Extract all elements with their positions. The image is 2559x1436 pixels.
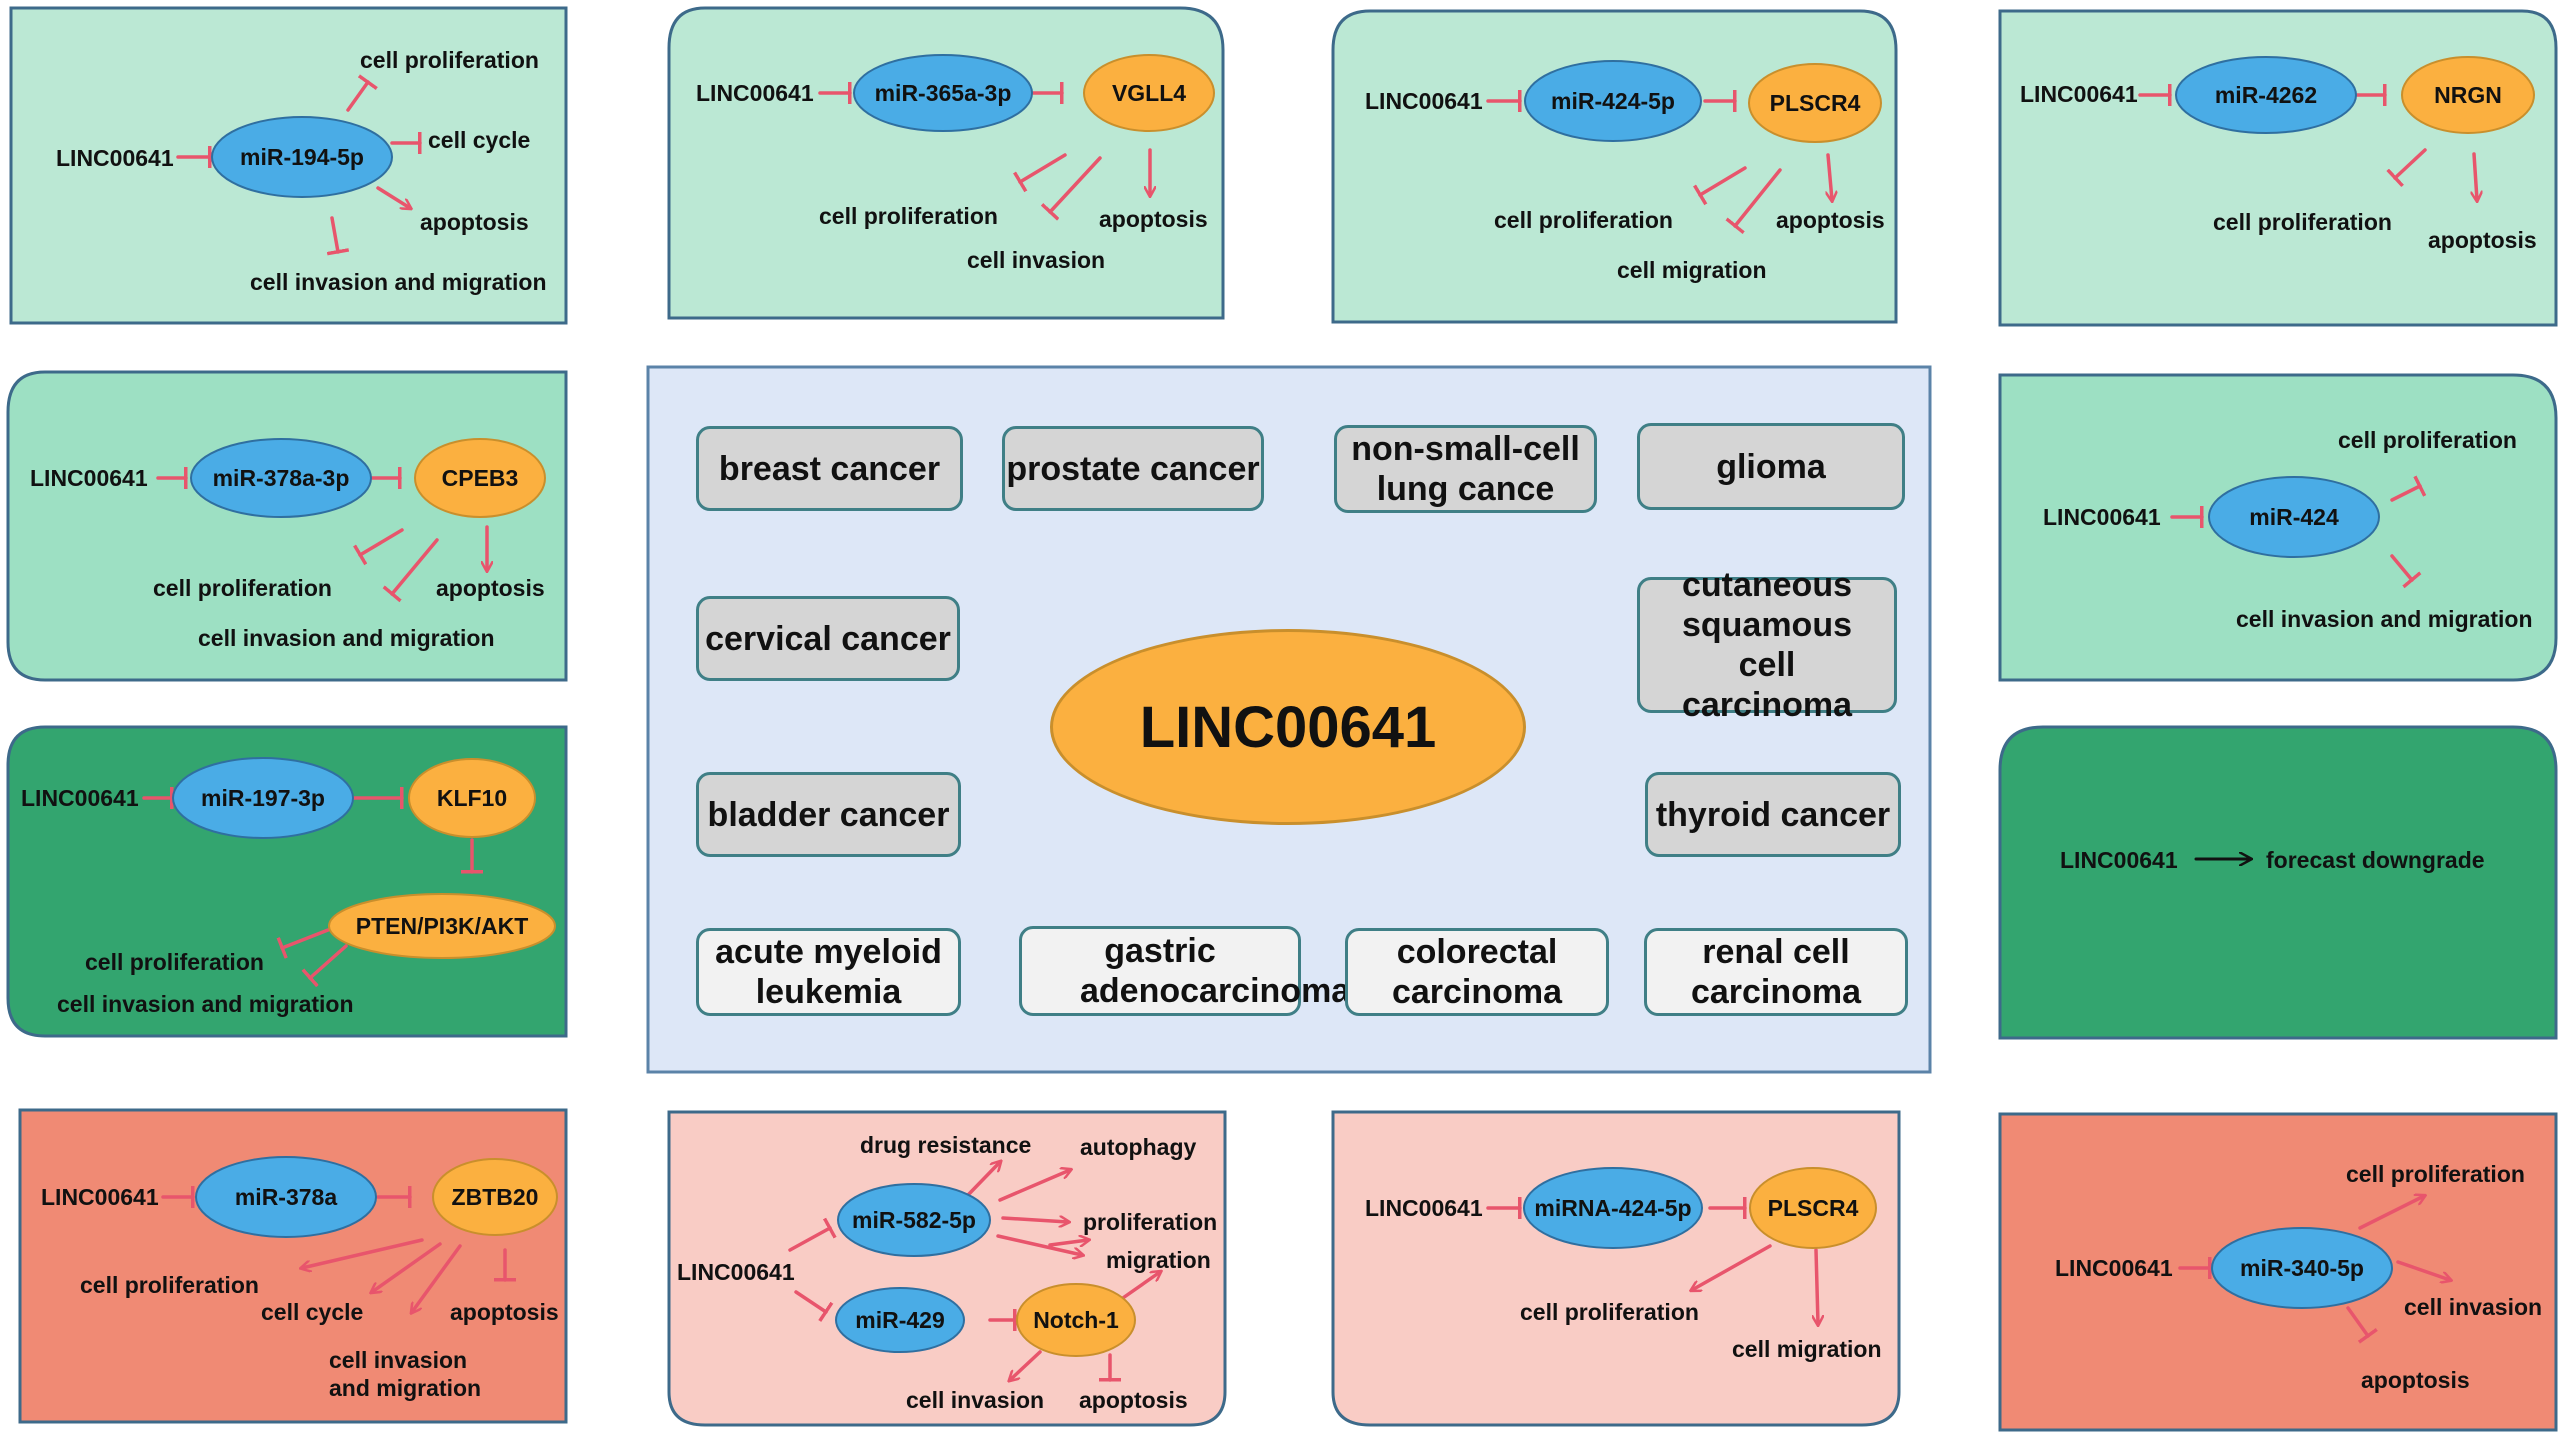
p12-effect-3: apoptosis — [2361, 1367, 2470, 1393]
panel-mir-4262: LINC00641 miR-4262 NRGN cell proliferati… — [1998, 9, 2558, 327]
p12-source: LINC00641 — [2055, 1255, 2173, 1281]
p4-effect-2: apoptosis — [2428, 227, 2537, 253]
panel-mir-365a-3p: LINC00641 miR-365a-3p VGLL4 cell prolife… — [667, 6, 1225, 320]
p1-effect-2: cell cycle — [428, 127, 530, 153]
p11-mirna: miRNA-424-5p — [1534, 1195, 1691, 1221]
p4-source: LINC00641 — [2020, 81, 2138, 107]
center-lncrna-ellipse: LINC00641 — [1050, 629, 1526, 825]
p7-effect-2: cell invasion and migration — [57, 991, 354, 1017]
p9-source: LINC00641 — [41, 1184, 159, 1210]
p7-source: LINC00641 — [21, 785, 139, 811]
p11-effect-1: cell proliferation — [1520, 1299, 1699, 1325]
cancer-card-bladder: bladder cancer — [696, 772, 961, 857]
cancer-card-breast: breast cancer — [696, 426, 963, 511]
p2-target: VGLL4 — [1112, 80, 1186, 106]
p9-effect-5: and migration — [329, 1375, 481, 1401]
center-label: LINC00641 — [1139, 694, 1437, 760]
p2-effect-1: cell proliferation — [819, 203, 998, 229]
cancer-card-gastric: gastric adenocarcinoma — [1019, 926, 1350, 1016]
p5-target: CPEB3 — [442, 465, 519, 491]
p8-source: LINC00641 — [2060, 847, 2178, 873]
p11-target: PLSCR4 — [1768, 1195, 1859, 1221]
p9-mirna: miR-378a — [235, 1184, 337, 1210]
p10-effect-4: migration — [1106, 1247, 1211, 1273]
panel-prognosis: LINC00641 forecast downgrade — [1998, 725, 2558, 1040]
p9-effect-4: cell invasion — [329, 1347, 467, 1373]
p9-target: ZBTB20 — [452, 1184, 539, 1210]
panel-mir-194-5p: LINC00641 miR-194-5p cell proliferation … — [9, 6, 568, 325]
panel-mir-197-3p: LINC00641 miR-197-3p KLF10 PTEN/PI3K/AKT… — [6, 725, 568, 1038]
p4-effect-1: cell proliferation — [2213, 209, 2392, 235]
panel-notch-1: LINC00641 miR-582-5p miR-429 Notch-1 dru… — [667, 1110, 1227, 1427]
p1-effect-3: apoptosis — [420, 209, 529, 235]
p5-effect-2: apoptosis — [436, 575, 545, 601]
panel-mir-424-5p: LINC00641 miR-424-5p PLSCR4 cell prolife… — [1331, 9, 1898, 324]
p7-mirna: miR-197-3p — [201, 785, 325, 811]
p7-pathway: PTEN/PI3K/AKT — [356, 913, 529, 939]
cancer-card-aml: acute myeloid leukemia — [696, 928, 961, 1016]
p2-effect-3: apoptosis — [1099, 206, 1208, 232]
cancer-card-thyroid: thyroid cancer — [1645, 772, 1901, 857]
panel-mir-340-5p: LINC00641 miR-340-5p cell proliferation … — [1998, 1112, 2558, 1432]
panel-mirna-424-5p: LINC00641 miRNA-424-5p PLSCR4 cell proli… — [1331, 1110, 1901, 1427]
p8-effect: forecast downgrade — [2266, 847, 2485, 873]
p2-source: LINC00641 — [696, 80, 814, 106]
p11-effect-2: cell migration — [1732, 1336, 1882, 1362]
p10-effect-3: proliferation — [1083, 1209, 1217, 1235]
p3-effect-1: cell proliferation — [1494, 207, 1673, 233]
p2-effect-2: cell invasion — [967, 247, 1105, 273]
p9-effect-1: cell proliferation — [80, 1272, 259, 1298]
p11-source: LINC00641 — [1365, 1195, 1483, 1221]
cancer-card-glioma: glioma — [1637, 423, 1905, 510]
p10-mirna-2: miR-429 — [855, 1307, 944, 1333]
p3-source: LINC00641 — [1365, 88, 1483, 114]
p1-source: LINC00641 — [56, 145, 174, 171]
p2-mirna: miR-365a-3p — [875, 80, 1012, 106]
p3-effect-3: apoptosis — [1776, 207, 1885, 233]
cancer-card-nsclc: non-small-cell lung cance — [1334, 425, 1597, 513]
p5-effect-1: cell proliferation — [153, 575, 332, 601]
p6-effect-2: cell invasion and migration — [2236, 606, 2533, 632]
p6-mirna: miR-424 — [2249, 504, 2339, 530]
p1-effect-4: cell invasion and migration — [250, 269, 547, 295]
p10-mirna-1: miR-582-5p — [852, 1207, 976, 1233]
panel-mir-378a: LINC00641 miR-378a ZBTB20 cell prolifera… — [18, 1108, 568, 1424]
p9-effect-2: cell cycle — [261, 1299, 363, 1325]
p3-mirna: miR-424-5p — [1551, 88, 1675, 114]
p10-target: Notch-1 — [1033, 1307, 1119, 1333]
p6-source: LINC00641 — [2043, 504, 2161, 530]
p10-effect-5: cell invasion — [906, 1387, 1044, 1413]
p6-effect-1: cell proliferation — [2338, 427, 2517, 453]
p5-effect-3: cell invasion and migration — [198, 625, 495, 651]
p12-mirna: miR-340-5p — [2240, 1255, 2364, 1281]
cancer-card-prostate: prostate cancer — [1002, 426, 1264, 511]
p4-mirna: miR-4262 — [2215, 82, 2317, 108]
p3-target: PLSCR4 — [1770, 90, 1861, 116]
cancer-card-colorectal: colorectal carcinoma — [1345, 928, 1609, 1016]
p1-effect-1: cell proliferation — [360, 47, 539, 73]
p10-source: LINC00641 — [677, 1259, 795, 1285]
p5-source: LINC00641 — [30, 465, 148, 491]
p4-target: NRGN — [2434, 82, 2502, 108]
p10-effect-6: apoptosis — [1079, 1387, 1188, 1413]
panel-mir-378a-3p: LINC00641 miR-378a-3p CPEB3 cell prolife… — [6, 370, 568, 682]
p10-effect-1: drug resistance — [860, 1132, 1031, 1158]
p12-effect-1: cell proliferation — [2346, 1161, 2525, 1187]
p7-target: KLF10 — [437, 785, 507, 811]
p7-effect-1: cell proliferation — [85, 949, 264, 975]
p10-effect-2: autophagy — [1080, 1134, 1196, 1160]
cancer-card-renal: renal cell carcinoma — [1644, 928, 1908, 1016]
cancer-card-cutaneous: cutaneous squamous cell carcinoma — [1637, 566, 1897, 724]
p1-mirna: miR-194-5p — [240, 144, 364, 170]
panel-mir-424: LINC00641 miR-424 cell proliferation cel… — [1998, 373, 2558, 682]
cancer-card-cervical: cervical cancer — [696, 596, 960, 681]
p12-effect-2: cell invasion — [2404, 1294, 2542, 1320]
p3-effect-2: cell migration — [1617, 257, 1767, 283]
p5-mirna: miR-378a-3p — [213, 465, 350, 491]
p9-effect-3: apoptosis — [450, 1299, 559, 1325]
